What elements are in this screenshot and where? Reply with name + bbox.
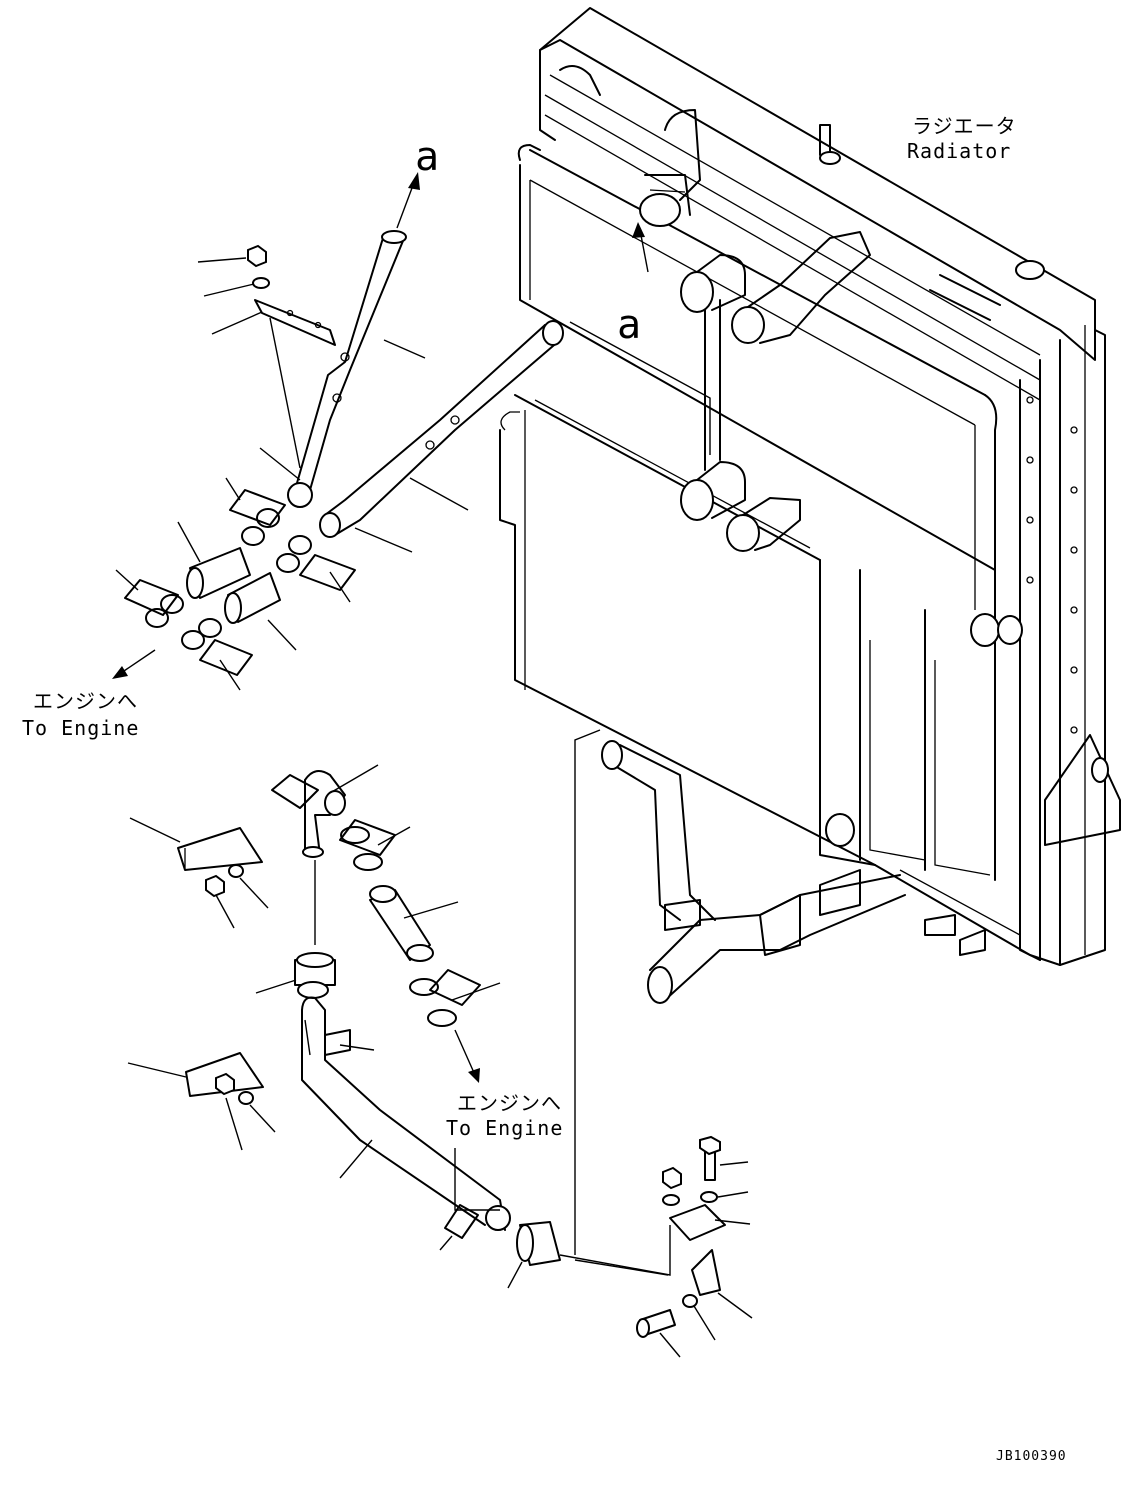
radiator-label-en: Radiator bbox=[907, 139, 1011, 163]
leader-lines bbox=[115, 257, 753, 1358]
drawing-number: JB100390 bbox=[996, 1449, 1067, 1464]
arrows bbox=[112, 172, 649, 1083]
lower-hose-assembly bbox=[177, 770, 726, 1338]
ref-label-a-top: a bbox=[415, 134, 439, 180]
to-engine-label-2-en: To Engine bbox=[446, 1116, 563, 1140]
to-engine-label-2-jp: エンジンへ bbox=[457, 1091, 562, 1115]
to-engine-label-1-en: To Engine bbox=[22, 716, 139, 740]
text-labels: ラジエータ Radiator a a エンジンへ To Engine エンジンへ… bbox=[22, 114, 1067, 1464]
to-engine-label-1-jp: エンジンへ bbox=[33, 689, 138, 713]
ref-label-a-right: a bbox=[617, 302, 641, 348]
frame-bolts bbox=[1026, 396, 1078, 734]
outlet-pipe bbox=[601, 740, 906, 1004]
upper-hose-assembly bbox=[124, 230, 564, 676]
radiator-assembly bbox=[499, 7, 1121, 966]
radiator-label-jp: ラジエータ bbox=[912, 114, 1017, 138]
